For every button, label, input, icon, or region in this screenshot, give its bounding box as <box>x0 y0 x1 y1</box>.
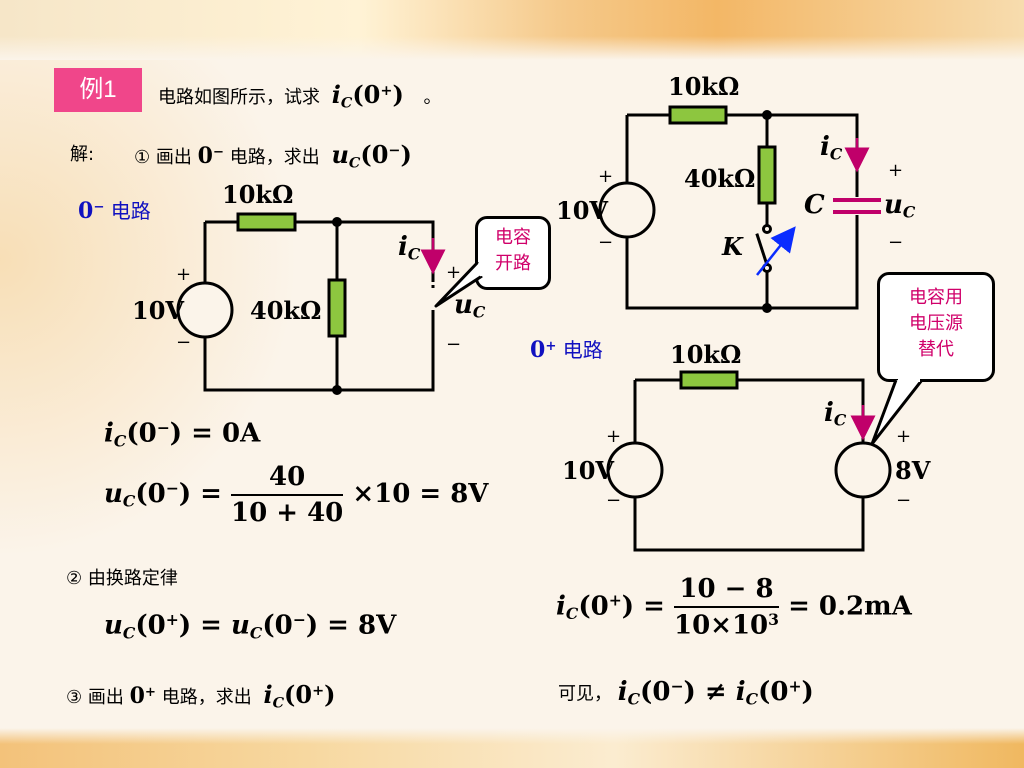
uc-top-minus: − <box>888 232 904 253</box>
ic-minus-label: iC <box>398 232 421 264</box>
r40k-minus-label: 40kΩ <box>250 296 322 325</box>
r10k-minus-label: 10kΩ <box>222 180 294 209</box>
step2-line: ② 由换路定律 <box>66 568 178 589</box>
uc-minus-plus: + <box>446 262 462 283</box>
r40k-top-label: 40kΩ <box>684 164 756 193</box>
circuit-plus-label: 0+ 电路 <box>530 337 603 363</box>
source-plus-right-label: 8V <box>895 456 931 485</box>
circuit-plus <box>606 370 892 552</box>
problem-text: 电路如图所示，试求 <box>158 87 320 108</box>
circuit-minus-label: 0− 电路 <box>78 198 151 224</box>
source-top-plus: + <box>598 166 614 187</box>
resistor-40k-top <box>757 145 777 205</box>
background-bottom-band <box>0 728 1024 768</box>
switch-blade <box>755 233 769 266</box>
uc-minus-label: uC <box>454 290 486 322</box>
problem-statement: 电路如图所示，试求 iC(0+) 。 <box>158 80 442 112</box>
r10k-plus-label: 10kΩ <box>670 340 742 369</box>
source-plus-right-plus: + <box>896 426 912 447</box>
callout-capacitor-replace: 电容用 电压源 替代 <box>877 272 995 382</box>
r10k-top-label: 10kΩ <box>668 72 740 101</box>
conclusion-line: 可见， iC(0−) ≠ iC(0+) <box>558 676 814 709</box>
uc-minus-minus: − <box>446 334 462 355</box>
resistor-10k-minus <box>236 212 297 232</box>
source-minus-label: 10V <box>132 296 185 325</box>
switch-label: K <box>722 232 743 261</box>
example-badge: 例1 <box>54 68 142 112</box>
source-plus-right-minus: − <box>896 490 912 511</box>
source-top-minus: − <box>598 232 614 253</box>
ic-top-label: iC <box>820 132 843 164</box>
resistor-40k-minus <box>327 278 347 338</box>
capacitor <box>833 198 881 214</box>
capacitor-label: C <box>804 190 825 220</box>
step1-line: ① 画出 0− 电路，求出 uC(0−) <box>134 140 412 172</box>
source-minus-plus: + <box>176 264 192 285</box>
equation-switching-law: uC(0+) = uC(0−) = 8V <box>104 610 397 643</box>
equation-ic-0minus: iC(0−) = 0A <box>104 418 261 451</box>
ic-plus-label: iC <box>824 398 847 430</box>
source-top-label: 10V <box>556 196 609 225</box>
resistor-10k-top <box>668 105 728 125</box>
resistor-10k-plus <box>679 370 739 390</box>
uc-top-plus: + <box>888 160 904 181</box>
switch-arrow <box>756 226 796 276</box>
circuit-top <box>598 105 859 313</box>
callout-capacitor-open: 电容 开路 <box>475 216 551 290</box>
source-plus-left-minus: − <box>606 490 622 511</box>
source-plus-left-label: 10V <box>562 456 615 485</box>
source-plus-left-plus: + <box>606 426 622 447</box>
background-top-band <box>0 0 1024 60</box>
uc-top-label: uC <box>884 190 916 222</box>
background-glow <box>0 60 300 560</box>
source-minus-minus: − <box>176 332 192 353</box>
circuit-minus <box>176 212 435 395</box>
step3-line: ③ 画出 0+ 电路，求出 iC(0+) <box>66 680 336 712</box>
solution-label: 解: <box>70 144 95 165</box>
